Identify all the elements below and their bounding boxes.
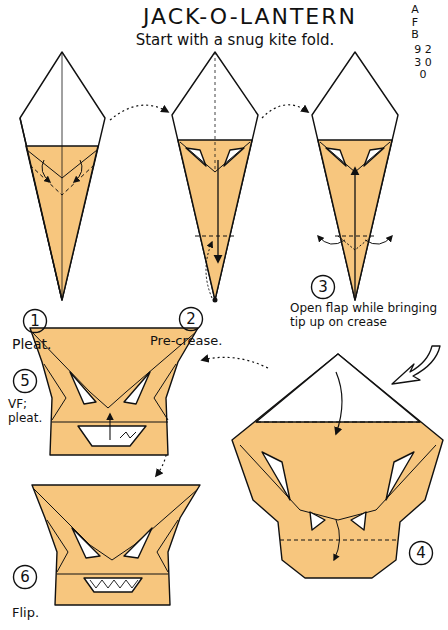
step-number-text: 4 <box>408 540 434 566</box>
step-instruction: Pre-crease. <box>150 334 260 349</box>
step-instruction: Flip. <box>12 606 62 621</box>
subtitle: Start with a snug kite fold. <box>100 32 370 49</box>
title: JACK-O-LANTERN <box>100 4 400 29</box>
step-number: 3 <box>310 274 336 300</box>
step-number: 4 <box>408 540 434 566</box>
step-instruction: Open flap while bringing tip up on creas… <box>290 302 440 330</box>
step-number: 5 <box>12 368 38 394</box>
step-6-figure <box>32 485 200 605</box>
step-number-text: 5 <box>12 368 38 394</box>
step-instruction: VF; pleat. <box>8 398 52 426</box>
step-3-figure <box>312 52 398 300</box>
step-number-text: 2 <box>178 306 204 332</box>
step-number: 2 <box>178 306 204 332</box>
step-number-text: 6 <box>12 564 38 590</box>
step-4-figure <box>232 354 443 578</box>
step-number: 6 <box>12 564 38 590</box>
step-2-figure <box>172 52 258 302</box>
author-initials: A F B <box>408 4 422 42</box>
step-number-text: 1 <box>22 308 48 334</box>
date: 9 23 00 <box>412 44 434 82</box>
step-number-text: 3 <box>310 274 336 300</box>
step-1-figure <box>20 52 105 300</box>
step-number: 1 <box>22 308 48 334</box>
step-instruction: Pleat. <box>12 336 82 352</box>
